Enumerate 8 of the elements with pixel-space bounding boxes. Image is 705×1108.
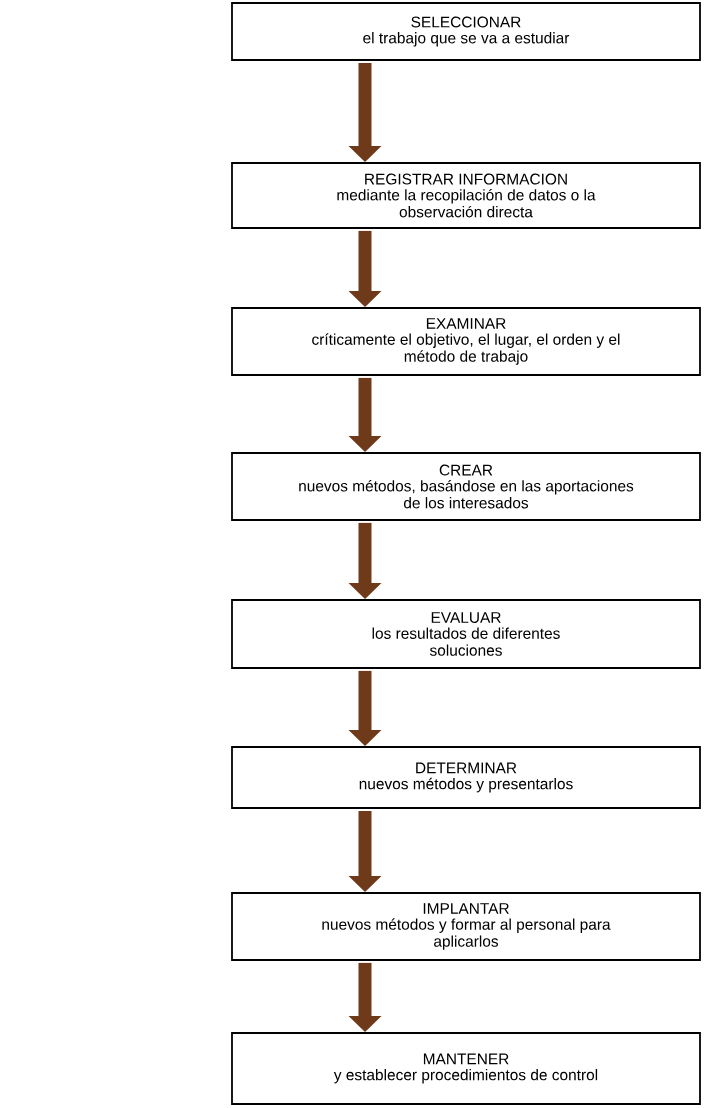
process-box: EVALUAR los resultados de diferentes soluciones bbox=[231, 599, 701, 669]
process-box: CREAR nuevos métodos, basándose en las aportaciones de los interesados bbox=[231, 452, 701, 521]
process-box: REGISTRAR INFORMACION mediante la recopilación de datos o la observación directa bbox=[231, 162, 701, 229]
process-box: EXAMINAR críticamente el objetivo, el lugar, el orden y el método de trabajo bbox=[231, 307, 701, 376]
process-box: SELECCIONAR el trabajo que se va a estudiar bbox=[231, 2, 701, 61]
process-box: DETERMINAR nuevos métodos y presentarlos bbox=[231, 746, 701, 809]
process-box: MANTENER y establecer procedimientos de control bbox=[231, 1032, 701, 1105]
process-box: IMPLANTAR nuevos métodos y formar al personal para aplicarlos bbox=[231, 892, 701, 961]
